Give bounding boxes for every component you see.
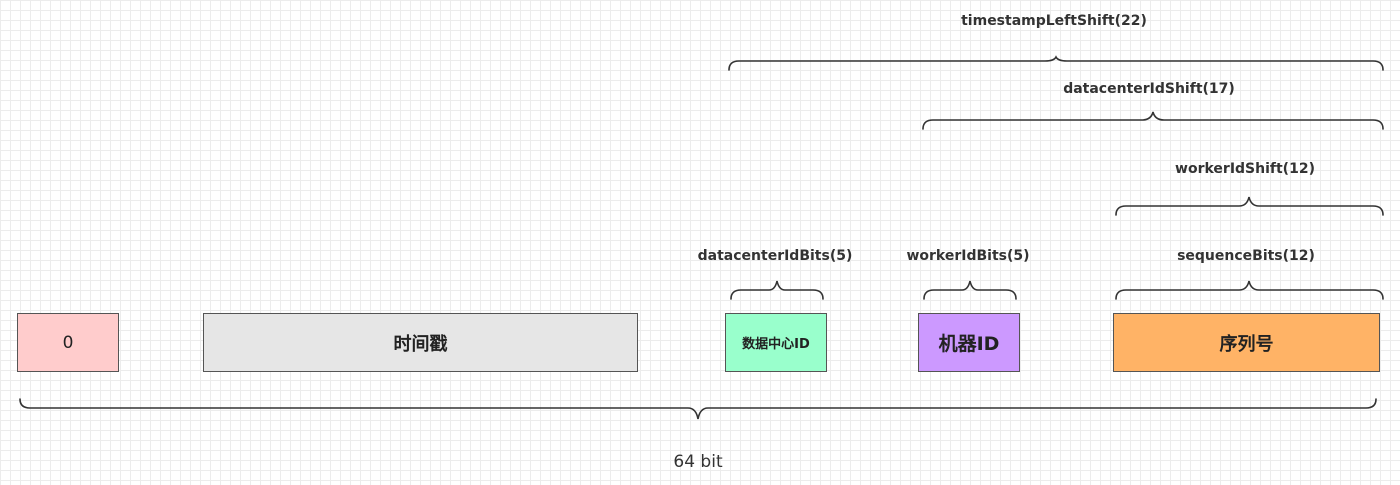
datacenter-id-shift-label: datacenterIdShift(17)	[1063, 81, 1235, 97]
worker-id-bits-label: workerIdBits(5)	[906, 248, 1030, 264]
sign-bit-text: 0	[62, 332, 74, 353]
timestamp-left-shift-label: timestampLeftShift(22)	[961, 13, 1147, 29]
datacenter-id-bits-label: datacenterIdBits(5)	[697, 248, 853, 264]
sequence-text: 序列号	[1219, 333, 1274, 355]
worker-id-text: 机器ID	[938, 333, 1000, 355]
sign-bit-box: 0	[17, 313, 119, 372]
timestamp-box: 时间戳	[203, 313, 638, 372]
brace-datacenter-id-shift	[922, 111, 1384, 130]
brace-timestamp-left-shift	[728, 55, 1384, 71]
datacenter-id-text: 数据中心ID	[742, 337, 810, 352]
brace-datacenter-id-bits	[730, 280, 824, 300]
brace-sequence-bits	[1115, 280, 1384, 300]
sequence-bits-label: sequenceBits(12)	[1177, 248, 1315, 264]
sequence-box: 序列号	[1113, 313, 1380, 372]
timestamp-text: 时间戳	[393, 333, 448, 355]
brace-worker-id-shift	[1115, 196, 1384, 216]
total-bits-label: 64 bit	[673, 452, 723, 472]
brace-total-bits	[19, 398, 1377, 420]
brace-worker-id-bits	[923, 280, 1017, 300]
worker-id-shift-label: workerIdShift(12)	[1175, 161, 1315, 177]
worker-id-box: 机器ID	[918, 313, 1020, 372]
datacenter-id-box: 数据中心ID	[725, 313, 827, 372]
